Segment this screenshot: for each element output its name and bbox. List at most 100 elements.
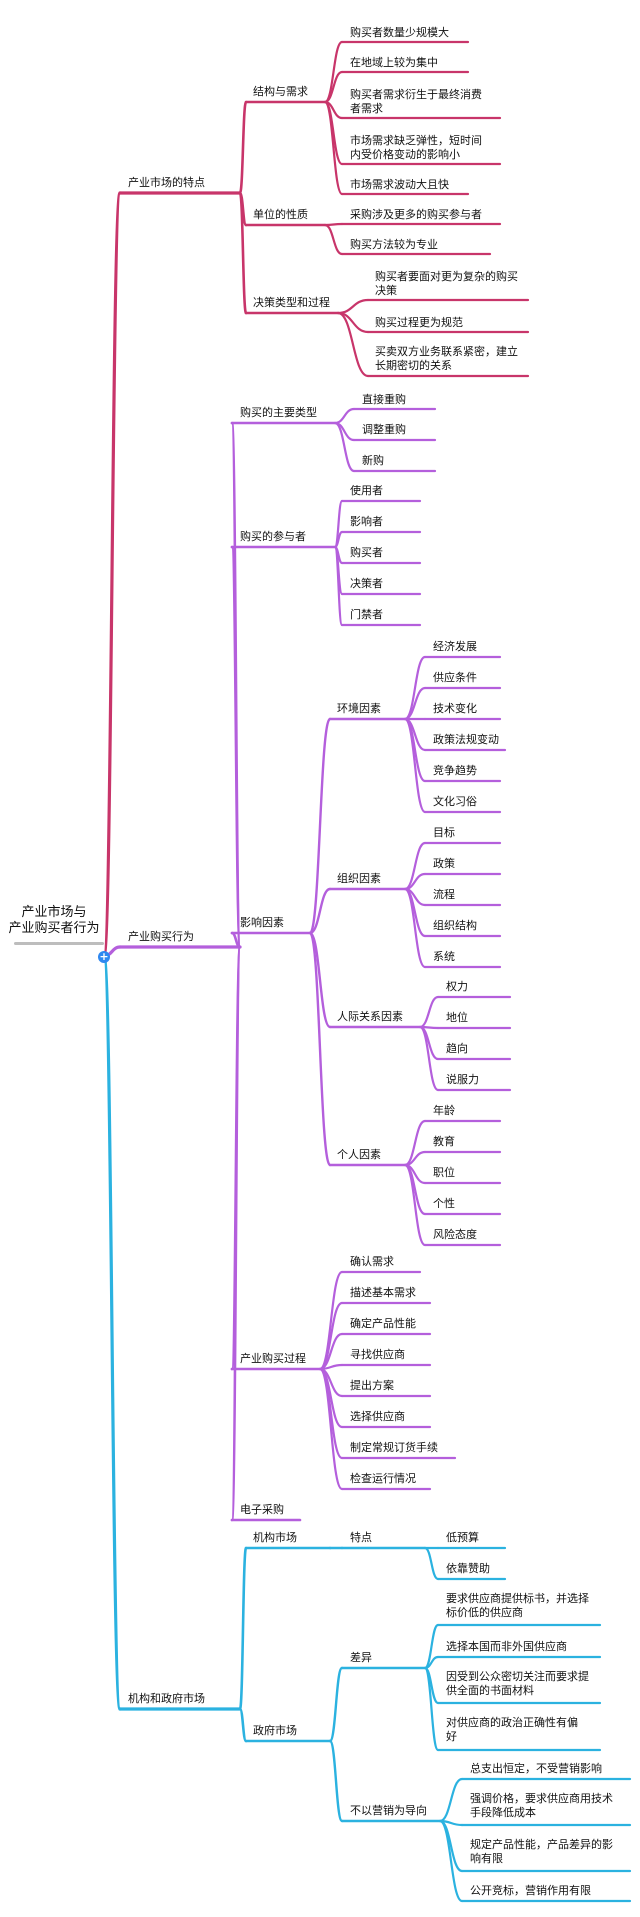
node-l3[interactable]: 不以营销为导向 xyxy=(350,1804,427,1817)
node-leaf[interactable]: 竞争趋势 xyxy=(433,764,477,777)
node-l2[interactable]: 电子采购 xyxy=(240,1503,284,1516)
node-leaf[interactable]: 购买者数量少规模大 xyxy=(350,26,449,39)
node-l1[interactable]: 产业购买行为 xyxy=(128,930,194,943)
node-leaf[interactable]: 影响者 xyxy=(350,515,383,528)
node-leaf[interactable]: 买卖双方业务联系紧密，建立长期密切的关系 xyxy=(375,345,518,372)
node-leaf[interactable]: 购买者 xyxy=(350,546,383,559)
node-leaf[interactable]: 购买者要面对更为复杂的购买决策 xyxy=(375,270,518,297)
connector-line xyxy=(423,1546,440,1581)
node-leaf[interactable]: 在地域上较为集中 xyxy=(350,56,438,69)
node-leaf[interactable]: 确定产品性能 xyxy=(350,1317,416,1330)
root-underline xyxy=(14,942,104,945)
node-leaf[interactable]: 公开竞标，营销作用有限 xyxy=(470,1884,591,1897)
node-leaf[interactable]: 对供应商的政治正确性有偏好 xyxy=(446,1716,578,1743)
node-leaf[interactable]: 选择本国而非外国供应商 xyxy=(446,1640,567,1653)
connector-line xyxy=(238,100,248,195)
node-leaf[interactable]: 因受到公众密切关注而要求提供全面的书面材料 xyxy=(446,1670,589,1697)
node-leaf[interactable]: 技术变化 xyxy=(433,702,477,715)
node-l2[interactable]: 单位的性质 xyxy=(253,208,308,221)
connector-line xyxy=(102,191,122,958)
node-l2[interactable]: 影响因素 xyxy=(240,916,284,929)
node-leaf[interactable]: 购买过程更为规范 xyxy=(375,316,463,329)
node-leaf[interactable]: 文化习俗 xyxy=(433,795,477,808)
node-leaf[interactable]: 地位 xyxy=(446,1011,468,1024)
node-leaf[interactable]: 直接重购 xyxy=(362,393,406,406)
connector-line xyxy=(438,1819,464,1903)
node-leaf[interactable]: 要求供应商提供标书，并选择标价低的供应商 xyxy=(446,1592,589,1619)
node-l3[interactable]: 人际关系因素 xyxy=(337,1010,403,1023)
connector-line xyxy=(333,421,356,473)
connector-line xyxy=(308,931,332,1167)
node-leaf[interactable]: 检查运行情况 xyxy=(350,1472,416,1485)
connector-line xyxy=(403,1163,427,1247)
connector-line xyxy=(403,887,427,969)
node-leaf[interactable]: 市场需求波动大且快 xyxy=(350,178,449,191)
node-leaf[interactable]: 寻找供应商 xyxy=(350,1348,405,1361)
connector-line xyxy=(336,298,370,315)
node-leaf[interactable]: 教育 xyxy=(433,1135,455,1148)
root-title-line1: 产业市场与 xyxy=(21,905,87,920)
connector-line xyxy=(323,70,344,104)
connector-line xyxy=(333,545,344,627)
node-l2[interactable]: 购买的主要类型 xyxy=(240,406,317,419)
node-l3[interactable]: 个人因素 xyxy=(337,1148,381,1161)
node-leaf[interactable]: 权力 xyxy=(446,980,468,993)
node-leaf[interactable]: 趋向 xyxy=(446,1042,468,1055)
node-leaf[interactable]: 组织结构 xyxy=(433,919,477,932)
node-leaf[interactable]: 市场需求缺乏弹性，短时间内受价格变动的影响小 xyxy=(350,134,482,161)
connector-line xyxy=(323,100,344,196)
connector-line xyxy=(328,1739,344,1823)
node-l3[interactable]: 特点 xyxy=(350,1531,372,1544)
node-leaf[interactable]: 政策法规变动 xyxy=(433,733,499,746)
node-leaf[interactable]: 风险态度 xyxy=(433,1228,477,1241)
node-leaf[interactable]: 规定产品性能，产品差异的影响有限 xyxy=(470,1838,613,1865)
node-leaf[interactable]: 个性 xyxy=(433,1197,455,1210)
node-l3[interactable]: 组织因素 xyxy=(337,872,381,885)
node-leaf[interactable]: 购买者需求衍生于最终消费者需求 xyxy=(350,88,482,115)
node-leaf[interactable]: 制定常规订货手续 xyxy=(350,1441,438,1454)
node-leaf[interactable]: 供应条件 xyxy=(433,671,477,684)
node-leaf[interactable]: 提出方案 xyxy=(350,1379,394,1392)
node-l3[interactable]: 环境因素 xyxy=(337,702,381,715)
node-l1[interactable]: 机构和政府市场 xyxy=(128,1692,205,1705)
node-leaf[interactable]: 强调价格，要求供应商用技术手段降低成本 xyxy=(470,1792,613,1819)
node-leaf[interactable]: 年龄 xyxy=(433,1104,455,1117)
connector-line xyxy=(238,1707,248,1743)
node-leaf[interactable]: 调整重购 xyxy=(362,423,406,436)
node-l1[interactable]: 产业市场的特点 xyxy=(128,176,205,189)
node-leaf[interactable]: 目标 xyxy=(433,826,455,839)
node-leaf[interactable]: 系统 xyxy=(433,950,455,963)
node-l2[interactable]: 购买的参与者 xyxy=(240,530,306,543)
expand-plus-icon[interactable]: + xyxy=(98,950,110,963)
node-leaf[interactable]: 采购涉及更多的购买参与者 xyxy=(350,208,482,221)
node-l2[interactable]: 结构与需求 xyxy=(253,85,308,98)
connector-line xyxy=(336,311,370,378)
node-l2[interactable]: 机构市场 xyxy=(253,1531,297,1544)
node-leaf[interactable]: 低预算 xyxy=(446,1531,479,1544)
node-leaf[interactable]: 说服力 xyxy=(446,1073,479,1086)
node-l2[interactable]: 决策类型和过程 xyxy=(253,296,330,309)
node-leaf[interactable]: 新购 xyxy=(362,454,384,467)
node-leaf[interactable]: 总支出恒定，不受营销影响 xyxy=(470,1762,602,1775)
node-leaf[interactable]: 描述基本需求 xyxy=(350,1286,416,1299)
node-leaf[interactable]: 政策 xyxy=(433,857,455,870)
root-node[interactable]: 产业市场与 产业购买者行为 xyxy=(6,905,102,937)
node-leaf[interactable]: 流程 xyxy=(433,888,455,901)
node-leaf[interactable]: 决策者 xyxy=(350,577,383,590)
node-leaf[interactable]: 依靠赞助 xyxy=(446,1562,490,1575)
node-leaf[interactable]: 经济发展 xyxy=(433,640,477,653)
node-l2[interactable]: 政府市场 xyxy=(253,1724,297,1737)
connector-line xyxy=(308,717,332,935)
node-leaf[interactable]: 确认需求 xyxy=(350,1255,394,1268)
node-l3[interactable]: 差异 xyxy=(350,1651,372,1664)
node-leaf[interactable]: 选择供应商 xyxy=(350,1410,405,1423)
connector-line xyxy=(230,545,242,949)
node-leaf[interactable]: 使用者 xyxy=(350,484,383,497)
node-leaf[interactable]: 门禁者 xyxy=(350,608,383,621)
node-l2[interactable]: 产业购买过程 xyxy=(240,1352,306,1365)
node-leaf[interactable]: 购买方法较为专业 xyxy=(350,238,438,251)
connector-line xyxy=(328,1666,344,1743)
connector-line xyxy=(418,995,440,1029)
node-leaf[interactable]: 职位 xyxy=(433,1166,455,1179)
